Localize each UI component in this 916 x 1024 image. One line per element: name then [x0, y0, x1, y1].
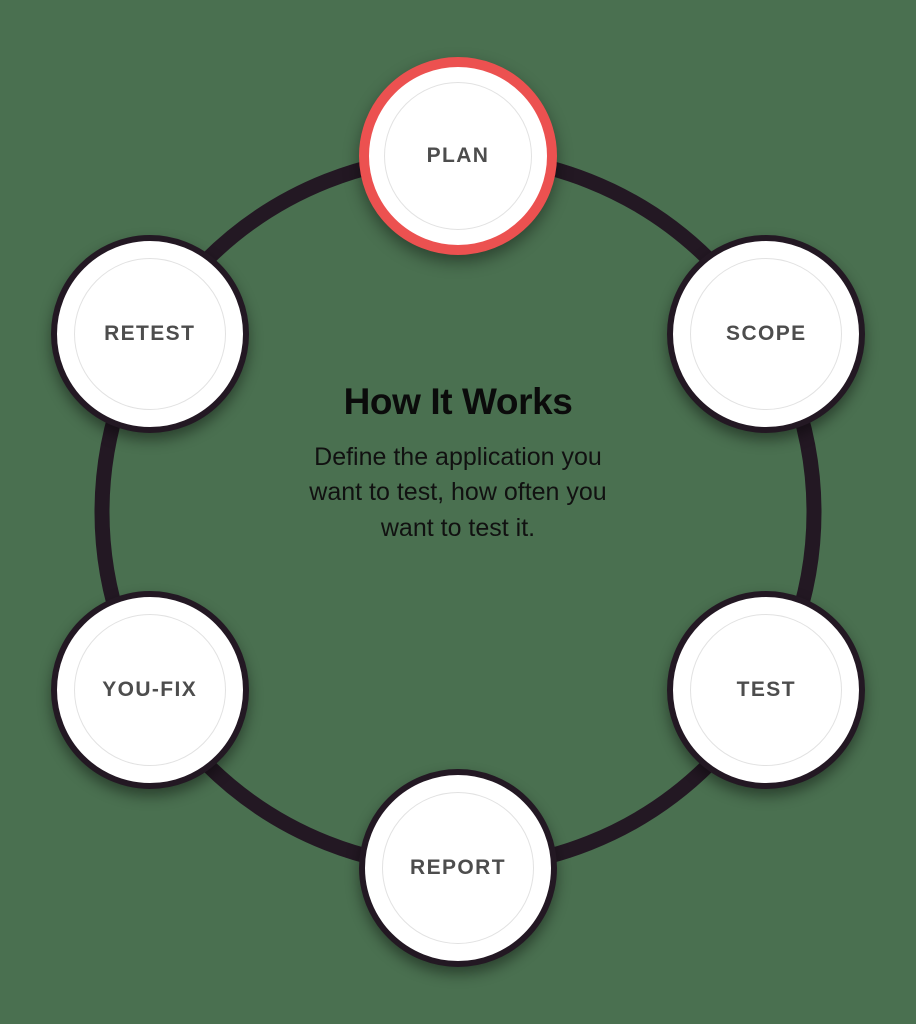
cycle-node-test-label: TEST: [736, 678, 796, 701]
cycle-node-test[interactable]: TEST: [667, 591, 866, 789]
cycle-node-report[interactable]: REPORT: [359, 769, 557, 967]
cycle-node-scope[interactable]: SCOPE: [667, 235, 866, 433]
cycle-node-plan[interactable]: PLAN: [359, 57, 557, 255]
center-description-line-3: want to test it.: [380, 513, 536, 542]
cycle-node-report-label: REPORT: [410, 856, 506, 879]
cycle-node-you-fix-label: YOU-FIX: [102, 678, 198, 701]
cycle-node-you-fix[interactable]: YOU-FIX: [50, 591, 249, 789]
center-description-line-2: want to test, how often you: [309, 478, 607, 507]
cycle-node-retest[interactable]: RETEST: [50, 235, 249, 433]
center-content: How It Works Define the application you …: [243, 381, 673, 547]
cycle-node-scope-label: SCOPE: [726, 322, 807, 345]
cycle-node-retest-label: RETEST: [104, 322, 196, 345]
center-title: How It Works: [343, 381, 573, 422]
cycle-node-plan-label: PLAN: [426, 144, 490, 167]
center-description-line-1: Define the application you: [314, 442, 602, 471]
center-description: Define the application you want to test,…: [243, 440, 673, 547]
